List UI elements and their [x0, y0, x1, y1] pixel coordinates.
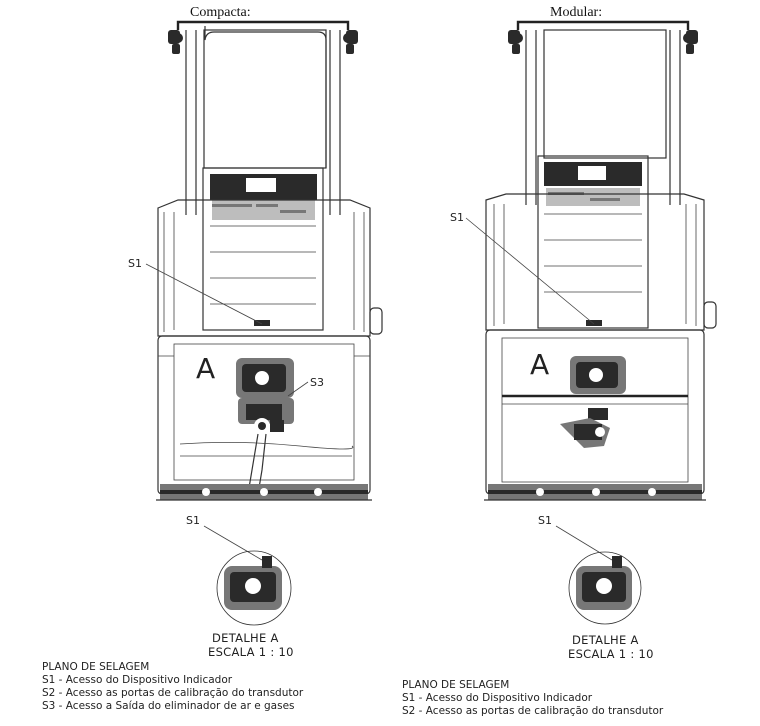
left-nozzle-holder-icon: [508, 30, 523, 54]
modular-hydraulic-unit: [560, 356, 626, 448]
modular-detail-a-part: [568, 551, 642, 625]
right-nozzle-holder-icon: [343, 30, 358, 54]
modular-detail-scale: ESCALA 1 : 10: [568, 647, 654, 661]
modular-callout-s1: S1: [450, 211, 464, 224]
modular-detail-callout: S1: [538, 514, 552, 527]
modular-legend-title: PLANO DE SELAGEM: [402, 679, 509, 691]
compacta-callout-s3: S3: [310, 376, 324, 389]
compacta-legend-title: PLANO DE SELAGEM: [42, 661, 149, 673]
compacta-leader-s3: [287, 381, 309, 397]
compacta-title: Compacta:: [190, 5, 251, 20]
left-nozzle-holder-icon: [168, 30, 183, 54]
modular-compartment-letter: A: [530, 348, 549, 381]
modular-detail-title: DETALHE A: [572, 633, 639, 647]
modular-title: Modular:: [550, 5, 602, 20]
compacta-detail-callout: S1: [186, 514, 200, 527]
compacta-callout-s1: S1: [128, 257, 142, 270]
compacta-legend-item-s2: S2 - Acesso as portas de calibração do t…: [42, 687, 304, 699]
compacta-compartment-letter: A: [196, 352, 215, 385]
compacta-legend-item-s1: S1 - Acesso do Dispositivo Indicador: [42, 674, 233, 686]
compacta-dispenser: [156, 20, 383, 501]
modular-legend-item-s1: S1 - Acesso do Dispositivo Indicador: [402, 692, 593, 704]
compacta-detail-a-part: [216, 550, 292, 626]
modular-panel: Modular:: [402, 5, 717, 717]
modular-dispenser: [484, 20, 717, 501]
modular-legend-item-s2: S2 - Acesso as portas de calibração do t…: [402, 705, 664, 717]
right-nozzle-holder-icon: [683, 30, 698, 54]
compacta-leader-s1: [145, 263, 263, 325]
compacta-panel: Compacta:: [42, 5, 383, 712]
compacta-hydraulic-unit: [236, 358, 294, 495]
compacta-detail-title: DETALHE A: [212, 631, 279, 645]
modular-leader-s1: [465, 217, 595, 325]
compacta-legend-item-s3: S3 - Acesso a Saída do eliminador de ar …: [42, 700, 295, 712]
compacta-detail-scale: ESCALA 1 : 10: [208, 645, 294, 659]
